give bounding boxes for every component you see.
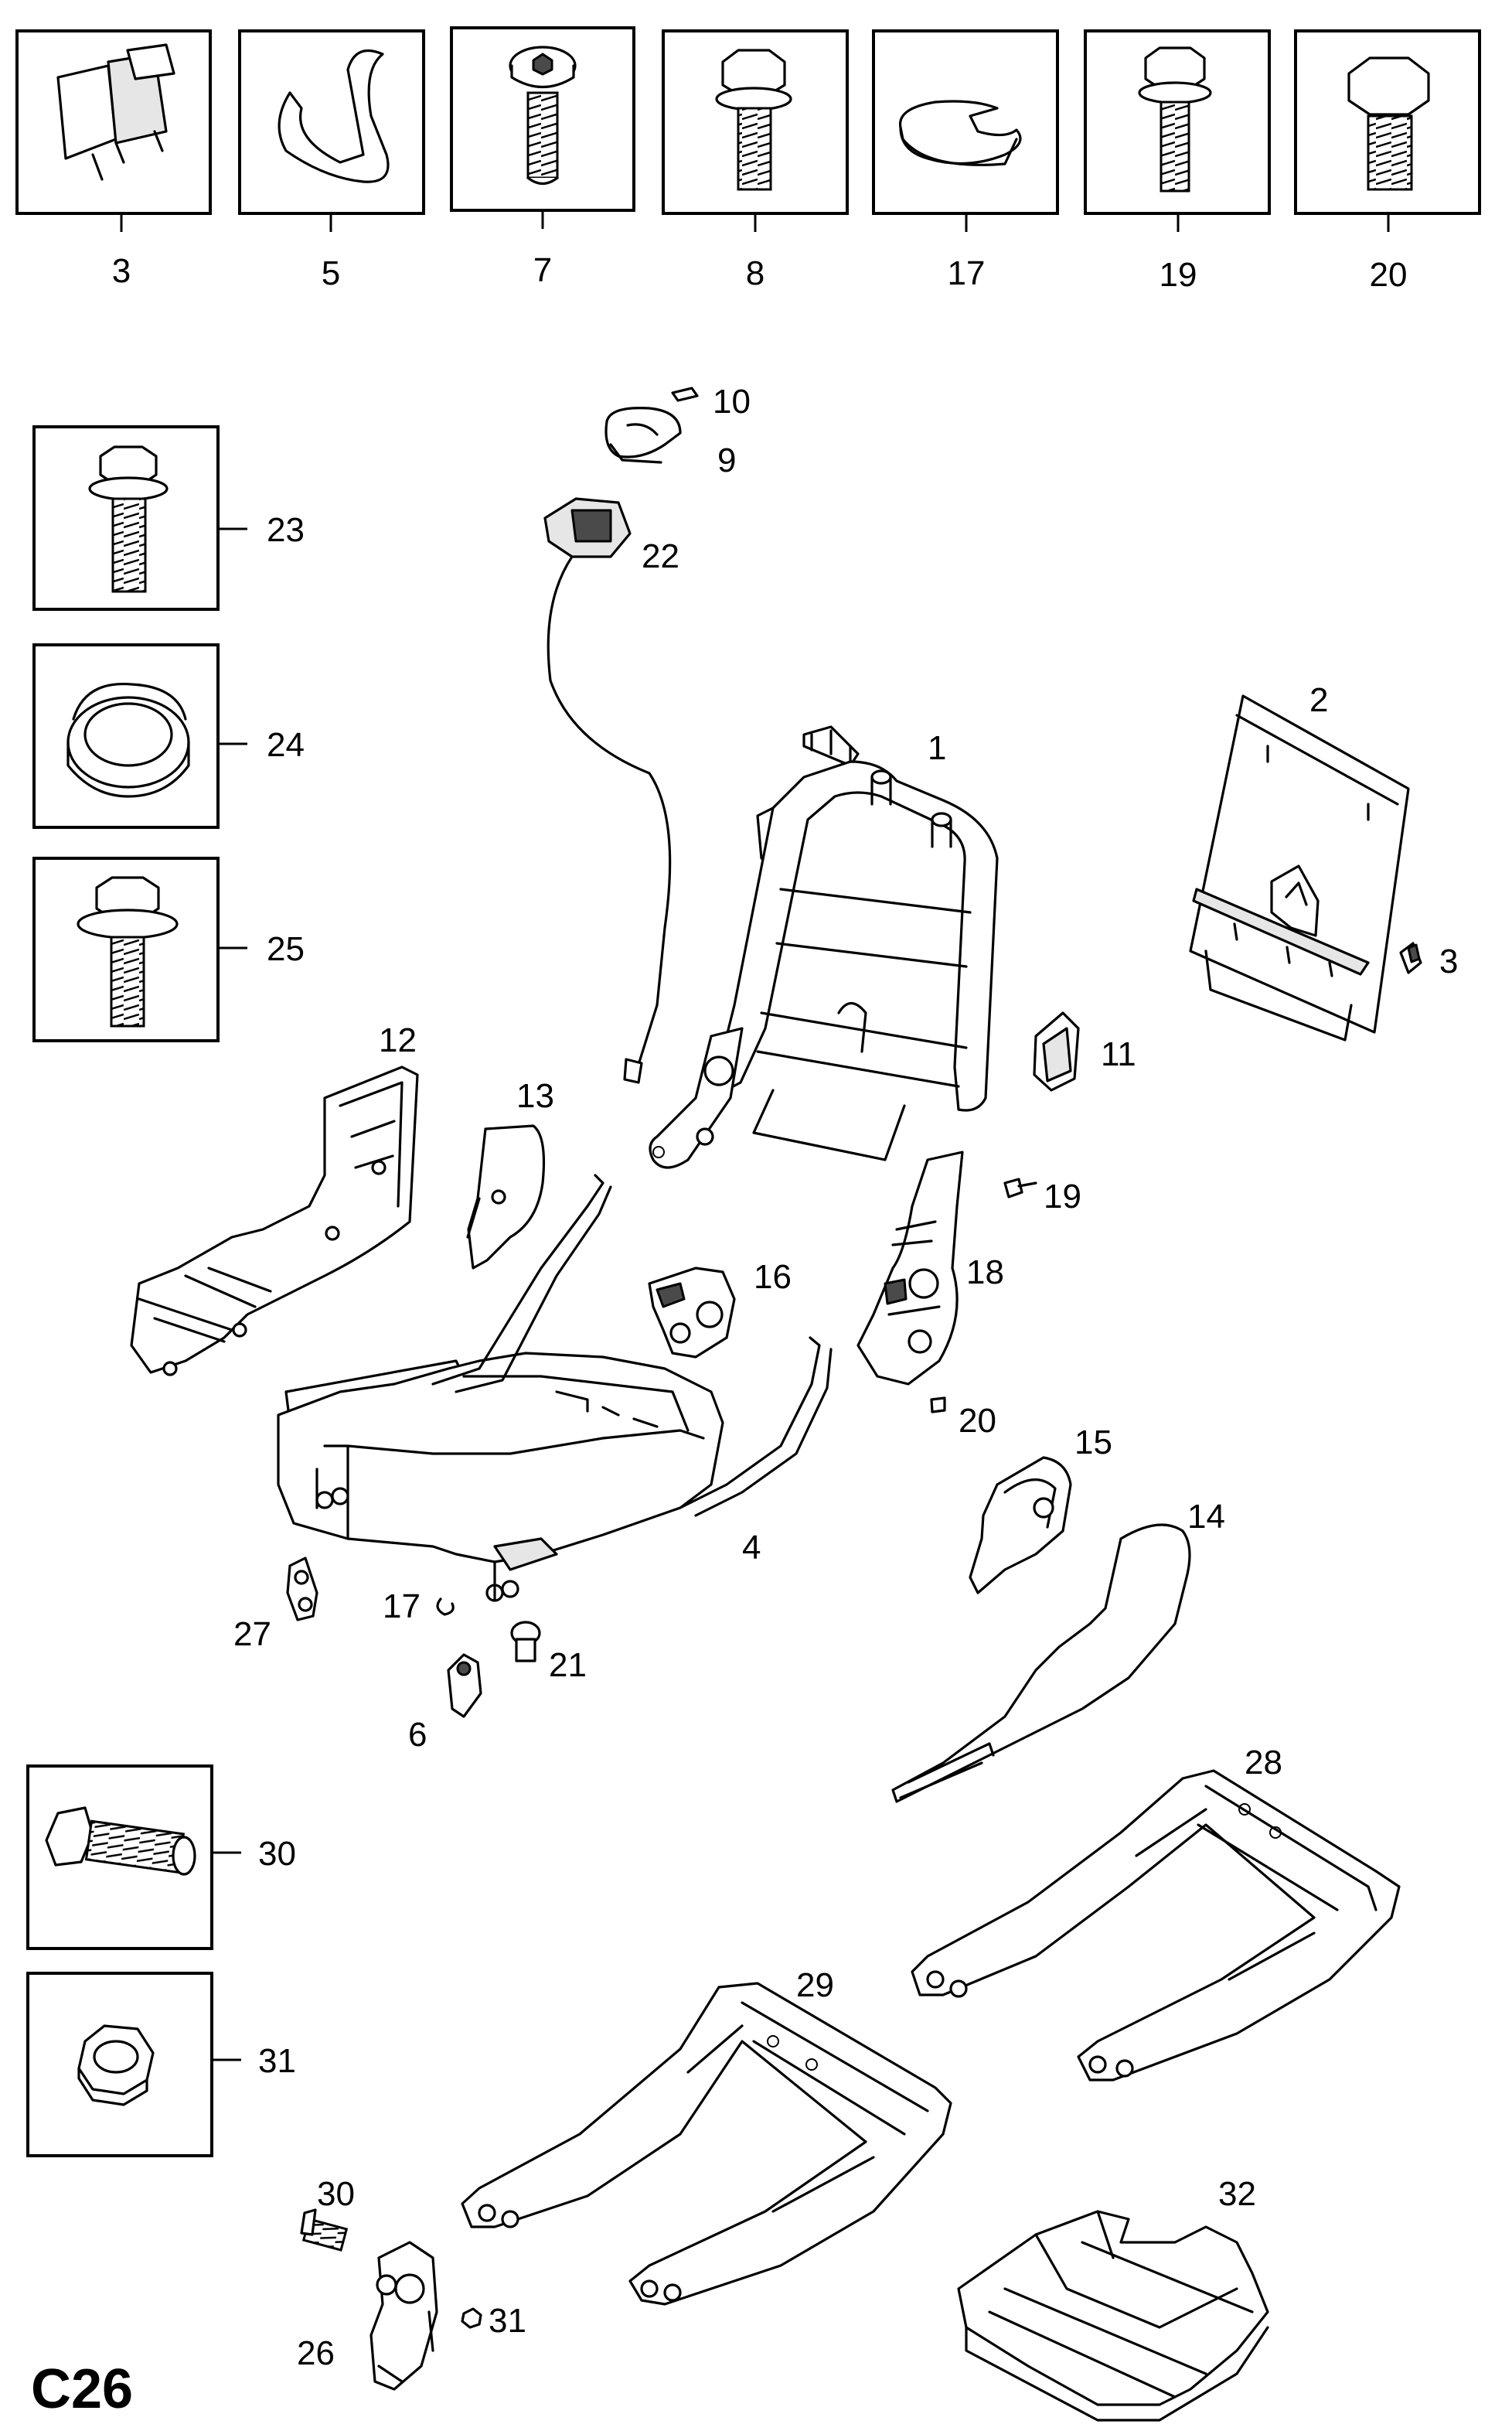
label-21: 21 (549, 1646, 587, 1684)
part-12[interactable]: 12 (130, 1021, 419, 1376)
part-30-bolt[interactable]: 30 (300, 2175, 355, 2252)
hex-flange-bolt-8-icon (715, 49, 792, 191)
part-1[interactable]: 1 (649, 725, 999, 1169)
top-box-8[interactable]: 8 (662, 29, 849, 292)
top-box-20[interactable]: 20 (1294, 29, 1481, 294)
spring-washer-24-icon (66, 682, 190, 798)
top-label-7: 7 (533, 251, 552, 289)
part-18[interactable]: 18 (856, 1151, 1004, 1386)
top-box-5[interactable]: 5 (238, 29, 425, 292)
label-20: 20 (959, 1402, 996, 1440)
part-26[interactable]: 26 (297, 2241, 438, 2391)
left-box-30[interactable]: 30 (26, 1764, 296, 1950)
label-27: 27 (233, 1615, 271, 1653)
hex-nut-31-icon (77, 2024, 155, 2106)
hex-bolt-20-icon (1347, 56, 1430, 191)
label-14: 14 (1187, 1498, 1225, 1536)
part-17-clip[interactable]: 17 (383, 1587, 455, 1625)
label-31: 31 (489, 2302, 526, 2340)
label-4: 4 (742, 1529, 761, 1567)
label-26: 26 (297, 2334, 335, 2372)
top-label-20: 20 (1370, 256, 1408, 294)
hex-bolt-washer-25-icon (77, 876, 179, 1028)
part-29[interactable]: 29 (461, 1966, 952, 2306)
hex-bolt-30-icon (45, 1806, 196, 1876)
top-box-3[interactable]: 3 (15, 29, 212, 290)
left-label-30: 30 (258, 1835, 296, 1873)
hex-flange-bolt-23-icon (88, 445, 169, 593)
part-31-nut[interactable]: 31 (461, 2302, 526, 2340)
label-10: 10 (713, 383, 751, 421)
part-16[interactable]: 16 (648, 1258, 792, 1359)
label-2: 2 (1309, 681, 1328, 719)
top-label-19: 19 (1160, 256, 1197, 294)
top-label-8: 8 (746, 254, 765, 292)
part-32[interactable]: 32 (957, 2175, 1269, 2422)
label-16: 16 (754, 1258, 792, 1296)
label-9: 9 (717, 442, 736, 479)
label-6: 6 (408, 1716, 427, 1754)
part-11[interactable]: 11 (1033, 1011, 1136, 1092)
top-label-3: 3 (112, 252, 131, 290)
label-11: 11 (1101, 1035, 1136, 1073)
left-label-25: 25 (267, 930, 305, 968)
part-3[interactable]: 3 (1399, 942, 1458, 980)
top-label-5: 5 (322, 254, 340, 292)
part-27[interactable]: 27 (233, 1556, 318, 1653)
top-box-17[interactable]: 17 (872, 29, 1059, 292)
part-6[interactable]: 6 (408, 1653, 482, 1754)
part-19[interactable]: 19 (1003, 1178, 1081, 1216)
part-22[interactable]: 22 (543, 497, 679, 1084)
hex-bolt-19-icon (1138, 46, 1212, 193)
top-box-7[interactable]: 7 (450, 26, 635, 289)
e-clip-17-icon (898, 100, 1022, 166)
torx-bolt-7-icon (509, 46, 577, 186)
label-29: 29 (796, 1966, 834, 2004)
top-box-19[interactable]: 19 (1084, 29, 1271, 294)
left-box-25[interactable]: 25 (32, 857, 305, 1042)
left-label-24: 24 (267, 726, 305, 764)
left-label-23: 23 (267, 511, 305, 549)
label-1: 1 (928, 729, 946, 767)
clip-3-icon (56, 43, 175, 181)
top-label-17: 17 (948, 254, 986, 292)
part-4[interactable]: 4 (277, 1174, 833, 1602)
label-3: 3 (1439, 943, 1458, 980)
label-28: 28 (1245, 1744, 1282, 1781)
left-box-31[interactable]: 31 (26, 1972, 296, 2157)
label-12: 12 (379, 1021, 417, 1059)
label-30: 30 (317, 2175, 355, 2213)
part-10[interactable]: 10 (671, 383, 751, 421)
label-32: 32 (1218, 2175, 1256, 2213)
left-box-23[interactable]: 23 (32, 425, 305, 611)
left-label-31: 31 (258, 2042, 296, 2080)
label-15: 15 (1074, 1423, 1112, 1461)
label-22: 22 (642, 537, 679, 575)
part-14[interactable]: 14 (891, 1498, 1225, 1803)
left-box-24[interactable]: 24 (32, 643, 305, 829)
label-13: 13 (516, 1077, 554, 1115)
diagram-code: C26 (31, 2358, 133, 2420)
part-2[interactable]: 2 (1189, 681, 1410, 1042)
label-17: 17 (383, 1587, 421, 1625)
part-13[interactable]: 13 (466, 1077, 554, 1270)
retaining-clip-5-icon (278, 49, 390, 183)
label-19: 19 (1044, 1178, 1081, 1216)
part-20[interactable]: 20 (930, 1396, 996, 1440)
part-28[interactable]: 28 (911, 1744, 1401, 2082)
part-21[interactable]: 21 (510, 1621, 587, 1684)
part-15[interactable]: 15 (969, 1423, 1112, 1594)
label-18: 18 (966, 1253, 1004, 1291)
part-9[interactable]: 9 (604, 407, 736, 479)
